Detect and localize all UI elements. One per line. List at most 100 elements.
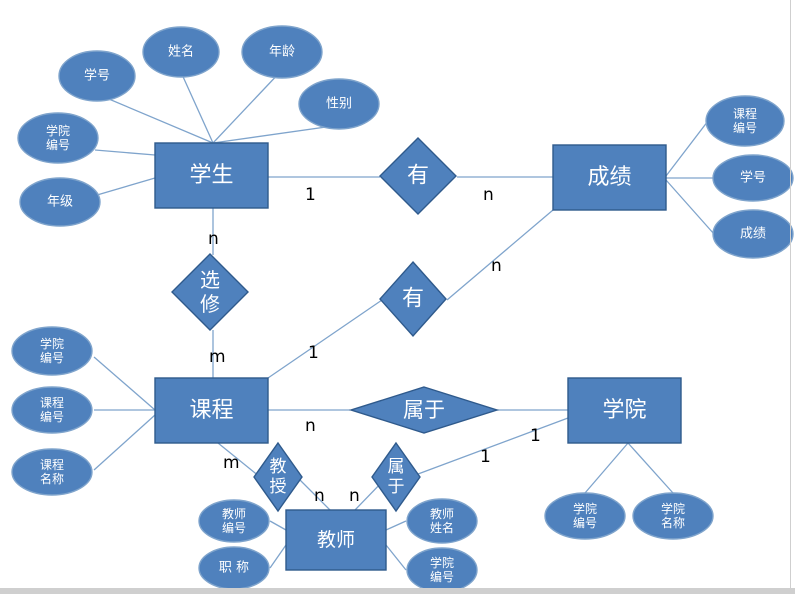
attribute-label: 学院 xyxy=(573,501,597,516)
attribute-label: 名称 xyxy=(661,515,685,530)
attribute-label: 编号 xyxy=(573,515,597,530)
connector-line xyxy=(217,442,261,478)
attribute-stu-age[interactable]: 年龄 xyxy=(241,25,323,79)
relationship-diamond xyxy=(379,260,447,338)
attribute-tch-title[interactable]: 职 称 xyxy=(198,546,270,590)
entity-label: 成绩 xyxy=(587,165,631,190)
attribute-label: 年级 xyxy=(47,195,73,210)
attribute-ellipse xyxy=(632,492,714,540)
relationship-belong1[interactable]: 属于 xyxy=(348,386,500,434)
attribute-stu-gender[interactable]: 性别 xyxy=(298,78,380,130)
entity-box xyxy=(154,142,269,209)
relationship-has2[interactable]: 有 xyxy=(379,260,447,338)
connector-line xyxy=(212,124,341,144)
attribute-label: 学院 xyxy=(430,555,454,570)
relationship-teach[interactable]: 教授 xyxy=(253,441,303,513)
attribute-grd-score[interactable]: 成绩 xyxy=(712,209,794,259)
attribute-ellipse xyxy=(142,26,220,78)
connector-line xyxy=(584,442,629,494)
attribute-ellipse xyxy=(241,25,323,79)
diagram-shapes: 学生成绩课程学院教师有选修有属于教授属于学号姓名年龄性别学院编号年级课程编号学号… xyxy=(11,25,794,593)
relationship-label: 选 xyxy=(200,268,220,292)
attribute-label: 姓名 xyxy=(168,44,194,60)
relationship-label: 属于 xyxy=(403,398,445,422)
attribute-label: 年龄 xyxy=(269,45,295,60)
connector-line xyxy=(446,209,554,301)
connector-line xyxy=(269,520,287,531)
attribute-stu-name[interactable]: 姓名 xyxy=(142,26,220,78)
cardinality-c12: 1 xyxy=(480,447,491,467)
window-edge-bottom xyxy=(0,588,795,594)
attribute-ellipse xyxy=(544,492,626,540)
connector-line xyxy=(627,442,674,494)
attribute-ellipse xyxy=(58,50,136,102)
attribute-stu-id[interactable]: 学号 xyxy=(58,50,136,102)
relationship-label: 属 xyxy=(388,457,405,477)
attribute-label: 学院 xyxy=(46,123,70,138)
connector-line xyxy=(269,544,287,569)
entity-grade[interactable]: 成绩 xyxy=(552,144,667,211)
relationship-label: 授 xyxy=(270,477,287,497)
attribute-label: 编号 xyxy=(46,137,70,152)
entity-student[interactable]: 学生 xyxy=(154,142,269,209)
attribute-label: 课程 xyxy=(733,106,757,121)
cardinality-c10: n xyxy=(314,486,325,506)
cardinality-c7: n xyxy=(305,416,316,436)
connector-line xyxy=(665,120,709,177)
attribute-stu-year[interactable]: 年级 xyxy=(19,177,101,227)
attribute-label: 教师 xyxy=(430,506,454,521)
cardinality-c1: 1 xyxy=(305,185,316,205)
relationship-diamond xyxy=(253,441,303,513)
connector-line xyxy=(94,149,156,156)
attribute-ellipse xyxy=(298,78,380,130)
cardinality-c9: m xyxy=(223,453,240,473)
connector-line xyxy=(409,417,569,478)
attribute-label: 课程 xyxy=(40,457,64,472)
entity-teacher[interactable]: 教师 xyxy=(285,509,387,571)
attribute-ellipse xyxy=(198,499,270,543)
connector-line xyxy=(96,93,214,144)
relationship-select[interactable]: 选修 xyxy=(171,253,249,331)
attribute-label: 学院 xyxy=(40,336,64,351)
entity-course[interactable]: 课程 xyxy=(154,377,269,444)
attribute-label: 教师 xyxy=(222,506,246,521)
attribute-label: 编号 xyxy=(733,120,757,135)
cardinality-c5: n xyxy=(491,256,502,276)
relationship-diamond xyxy=(348,386,500,434)
entity-college[interactable]: 学院 xyxy=(567,377,682,444)
attribute-ellipse xyxy=(712,154,794,202)
entity-label: 课程 xyxy=(189,398,233,423)
cardinality-c11: n xyxy=(349,486,360,506)
entity-label: 教师 xyxy=(317,529,355,551)
entity-box xyxy=(285,509,387,571)
relationship-has1[interactable]: 有 xyxy=(379,137,457,215)
attribute-label: 职 称 xyxy=(219,561,249,576)
attribute-ellipse xyxy=(705,95,785,147)
entity-label: 学院 xyxy=(602,398,646,423)
entity-box xyxy=(567,377,682,444)
attribute-ellipse xyxy=(11,326,93,376)
relationship-belong2[interactable]: 属于 xyxy=(371,441,421,513)
connector-line xyxy=(179,69,214,144)
connector-lines xyxy=(79,69,715,571)
connector-line xyxy=(296,476,331,511)
attribute-ellipse xyxy=(19,177,101,227)
connector-line xyxy=(665,179,715,235)
attribute-grd-stu-id[interactable]: 学号 xyxy=(712,154,794,202)
attribute-label: 课程 xyxy=(40,395,64,410)
cardinality-c3: n xyxy=(208,229,219,249)
connector-line xyxy=(93,356,156,411)
relationship-label: 教 xyxy=(270,457,287,477)
attribute-ellipse xyxy=(11,386,93,434)
